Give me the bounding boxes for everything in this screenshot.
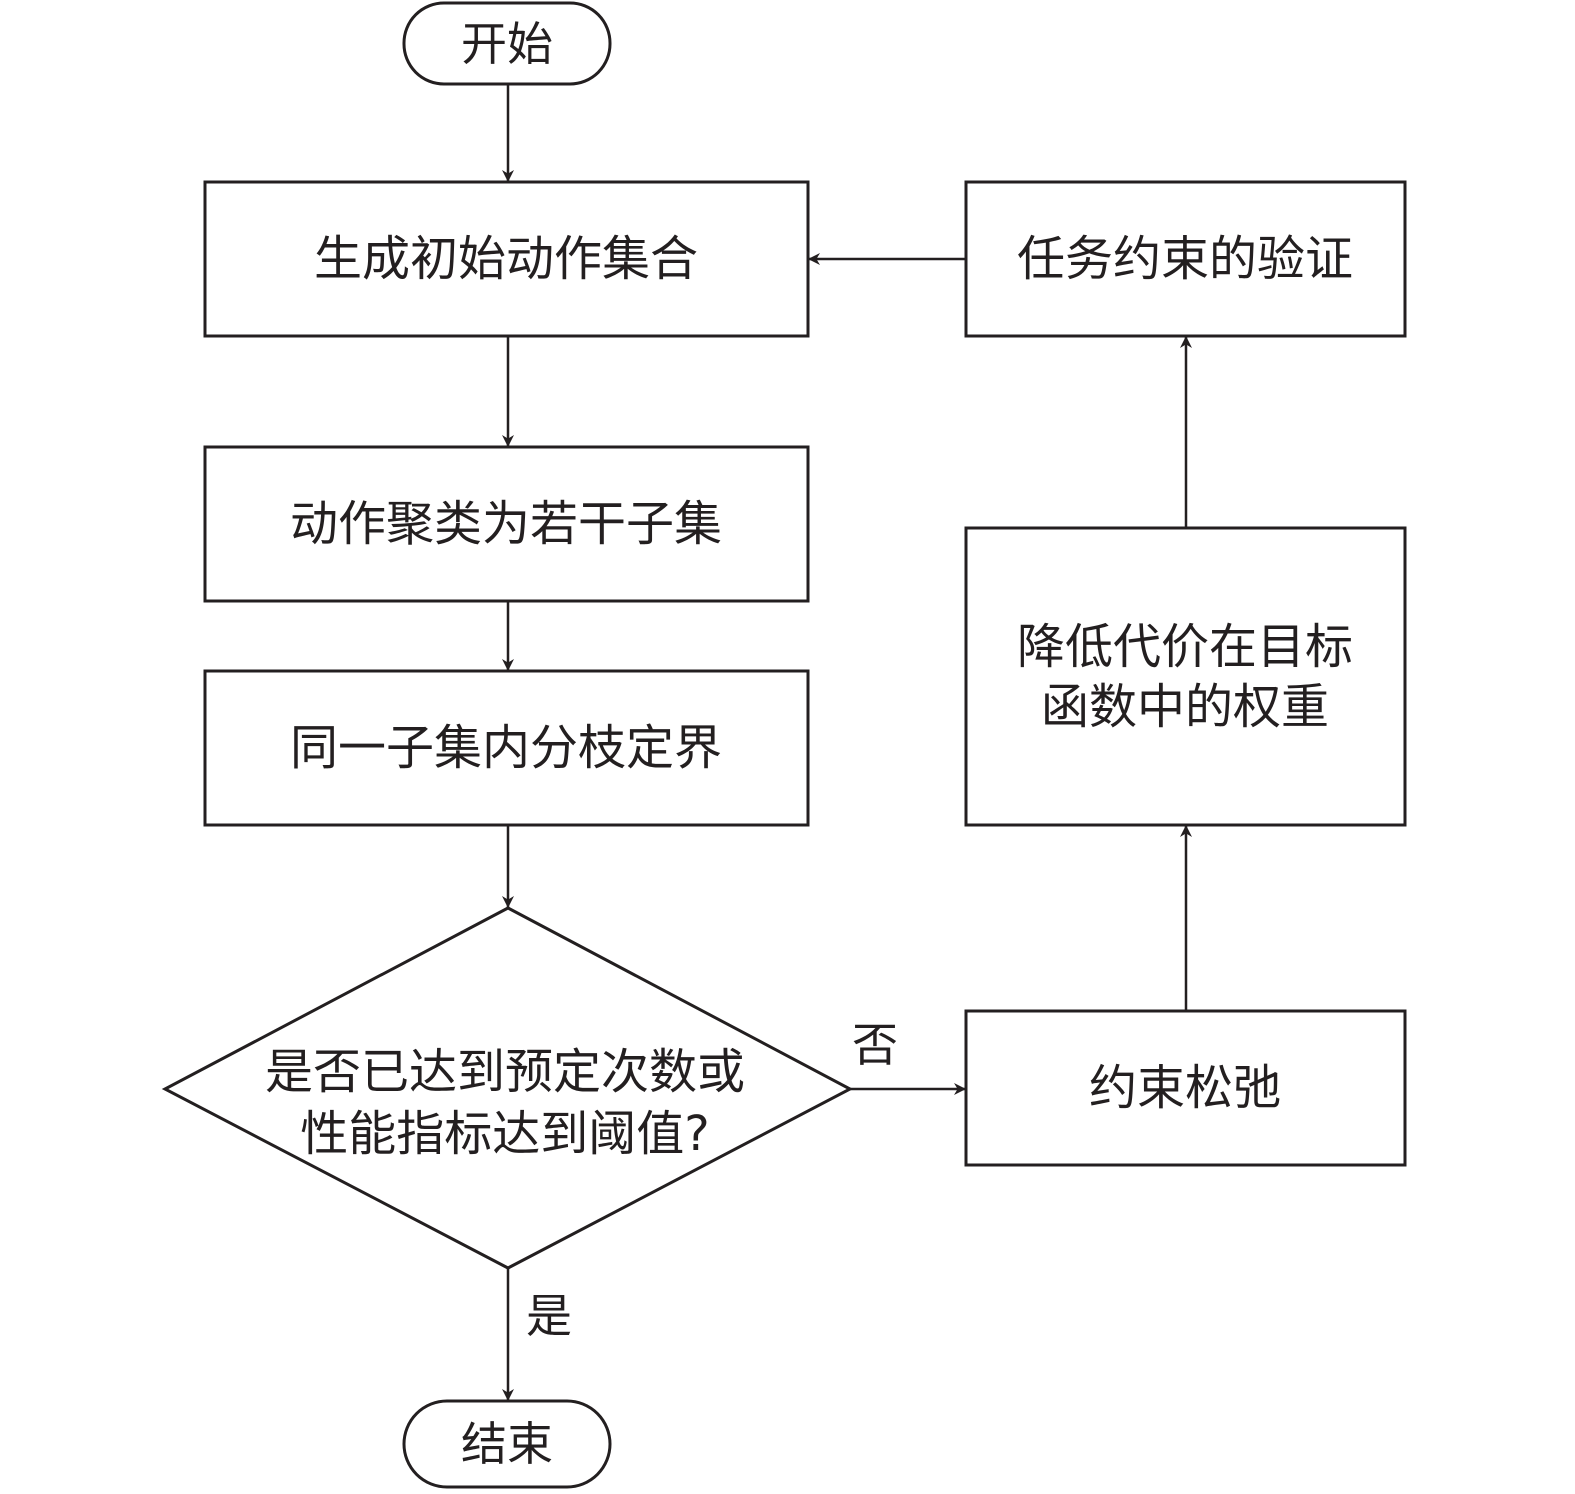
reduce-weight-box: 降低代价在目标 函数中的权重 bbox=[964, 526, 1407, 827]
reduce-weight-label-line-1: 降低代价在目标 bbox=[1017, 619, 1353, 675]
cluster-actions-box: 动作聚类为若干子集 bbox=[203, 445, 810, 603]
task-verify-label: 任务约束的验证 bbox=[1017, 231, 1353, 287]
branch-bound-box: 同一子集内分枝定界 bbox=[203, 669, 810, 827]
task-verify-box: 任务约束的验证 bbox=[964, 180, 1407, 338]
constraint-relax-label: 约束松弛 bbox=[1089, 1060, 1281, 1116]
cluster-actions-label: 动作聚类为若干子集 bbox=[290, 496, 722, 552]
end-node: 结束 bbox=[402, 1399, 612, 1489]
start-node: 开始 bbox=[402, 1, 612, 86]
connectors bbox=[502, 84, 1192, 1401]
yes-branch-label: 是 bbox=[526, 1289, 572, 1343]
end-label: 结束 bbox=[461, 1417, 553, 1471]
decision-label-line-1: 是否已达到预定次数或 bbox=[265, 1044, 745, 1100]
decision-label-line-2: 性能指标达到阈值? bbox=[300, 1106, 709, 1162]
branch-bound-label: 同一子集内分枝定界 bbox=[290, 720, 722, 776]
no-branch-label: 否 bbox=[852, 1018, 898, 1072]
generate-actions-label: 生成初始动作集合 bbox=[314, 231, 698, 287]
decision-node: 是否已达到预定次数或 性能指标达到阈值? bbox=[161, 906, 854, 1270]
start-label: 开始 bbox=[461, 17, 553, 71]
generate-actions-box: 生成初始动作集合 bbox=[203, 180, 810, 338]
reduce-weight-label-line-2: 函数中的权重 bbox=[1041, 679, 1329, 735]
constraint-relax-box: 约束松弛 bbox=[964, 1009, 1407, 1167]
